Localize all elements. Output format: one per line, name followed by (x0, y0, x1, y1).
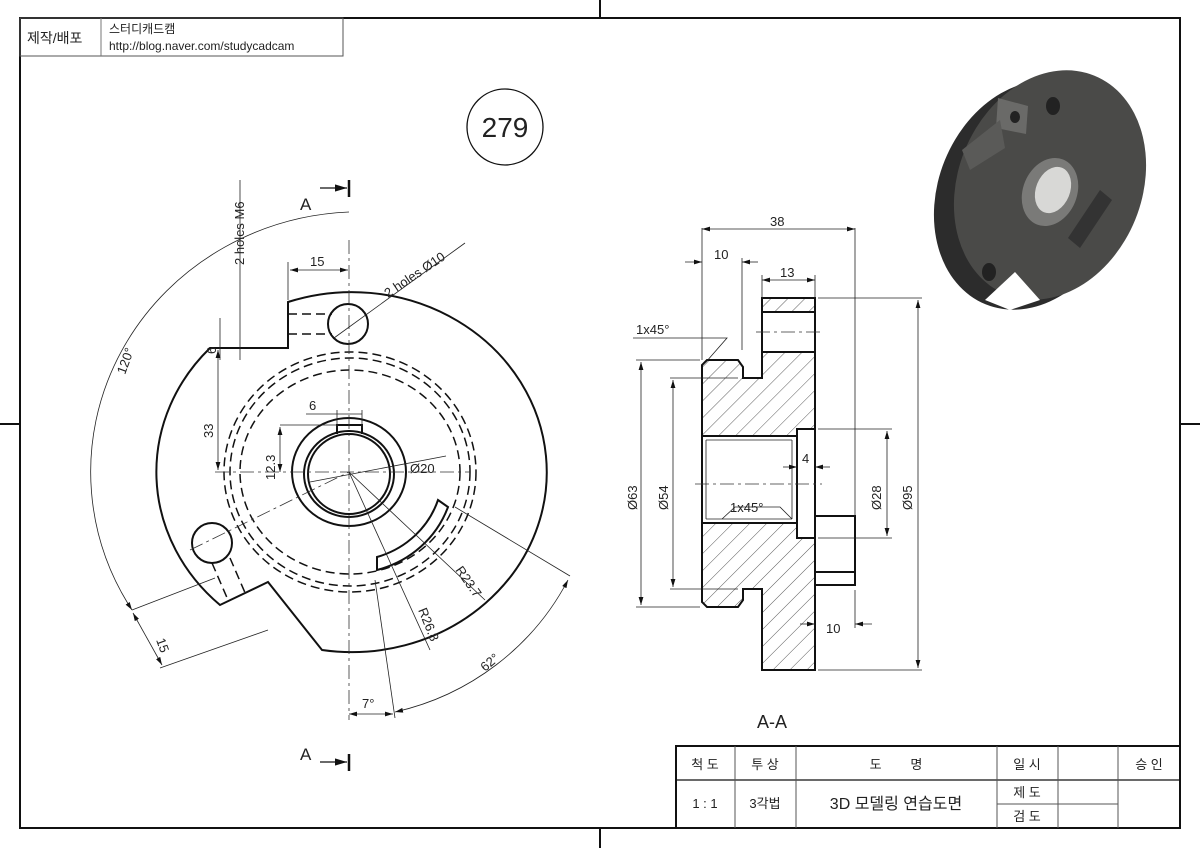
dim-33: 33 (201, 424, 216, 438)
dim-6-height: 6 (204, 347, 219, 354)
scale-label: 척 도 (691, 757, 719, 772)
title-block: 척 도 투 상 도 명 일 시 승 인 1 : 1 3각법 3D 모델링 연습도… (675, 745, 1181, 829)
front-view: A A 2 holes M6 15 2 holes Ø10 120° 6 33 … (90, 180, 571, 771)
projection-value: 3각법 (749, 796, 780, 811)
lower-hole (191, 522, 233, 564)
drawn-label: 제 도 (1013, 785, 1041, 800)
approve-label: 승 인 (1135, 757, 1163, 772)
dim-13: 13 (780, 265, 794, 280)
drawing-name-value: 3D 모델링 연습도면 (830, 795, 962, 813)
dim-angle-62: 62° (477, 650, 502, 674)
dim-d63: Ø63 (625, 485, 640, 510)
header-author: 스터디캐드캠 (109, 22, 175, 36)
dim-d28: Ø28 (869, 485, 884, 510)
dim-4: 4 (802, 451, 809, 466)
header-url[interactable]: http://blog.naver.com/studycadcam (109, 39, 294, 53)
dim-38: 38 (770, 214, 784, 229)
section-title: A-A (757, 712, 787, 732)
dim-10-bottom: 10 (826, 621, 840, 636)
distribution-header: 제작/배포 스터디캐드캠 http://blog.naver.com/study… (19, 17, 344, 57)
dim-r23-7: R23.7 (453, 563, 485, 600)
dim-holes-d10: 2 holes Ø10 (381, 249, 448, 301)
dim-angle-120: 120° (114, 346, 137, 376)
section-mark-bottom: A (300, 745, 312, 764)
dim-r26-8: R26.8 (415, 606, 442, 644)
drawing-number: 279 (482, 112, 529, 143)
section-mark-top: A (300, 195, 312, 214)
dim-15-bottom: 15 (153, 636, 172, 655)
header-label: 제작/배포 (27, 30, 83, 46)
dim-d54: Ø54 (656, 485, 671, 510)
dim-15-top: 15 (310, 254, 324, 269)
dim-key-height: 12.3 (263, 455, 278, 480)
checked-label: 검 도 (1013, 809, 1041, 824)
section-view: 38 10 13 1x45° 1x45° Ø63 Ø54 Ø28 Ø95 4 1… (625, 214, 922, 732)
dim-chamfer-inner: 1x45° (730, 500, 763, 515)
dim-holes-m6: 2 holes M6 (232, 201, 247, 265)
isometric-3d-render (933, 70, 1147, 310)
dim-key-width: 6 (309, 398, 316, 413)
projection-label: 투 상 (751, 757, 779, 772)
dim-bore-d20: Ø20 (410, 461, 435, 476)
dim-10-top: 10 (714, 247, 728, 262)
upper-hole (327, 303, 369, 345)
dim-chamfer-outer: 1x45° (636, 322, 669, 337)
scale-value: 1 : 1 (692, 796, 717, 811)
dim-angle-7: 7° (362, 696, 374, 711)
dim-d95: Ø95 (900, 485, 915, 510)
drawing-name-label: 도 명 (870, 757, 923, 772)
drawing-number-badge: 279 (466, 88, 544, 166)
date-label: 일 시 (1013, 757, 1041, 772)
